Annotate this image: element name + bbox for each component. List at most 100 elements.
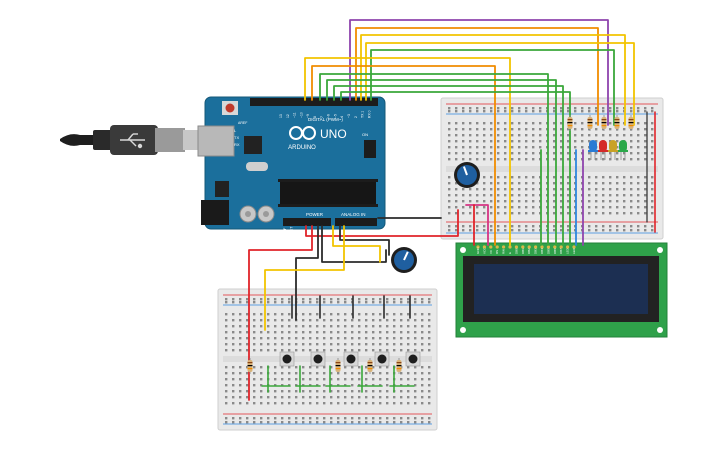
wire[interactable] <box>319 73 549 246</box>
lcd-pin[interactable] <box>521 245 525 249</box>
wire[interactable] <box>339 225 390 256</box>
led-red[interactable] <box>598 140 608 160</box>
pin-label: A4 <box>362 232 366 236</box>
led-yellow[interactable] <box>608 140 618 160</box>
lcd-pin[interactable] <box>508 245 512 249</box>
push-button[interactable] <box>343 351 359 367</box>
pin-label: 5V <box>303 233 307 238</box>
lcd-pin[interactable] <box>514 245 519 249</box>
lcd-pin[interactable] <box>502 245 506 249</box>
pin-label: 4 <box>340 116 344 118</box>
pin-label: ~6 <box>327 114 331 118</box>
pin-label: ~5 <box>333 114 337 118</box>
wire[interactable] <box>365 42 635 126</box>
lcd-pin-label: RS <box>495 250 499 254</box>
pin-label: A0 <box>336 232 340 236</box>
lcd-pin[interactable] <box>527 245 531 249</box>
wire[interactable] <box>332 225 381 263</box>
aref-label: AREF <box>238 121 247 125</box>
resistor[interactable] <box>247 358 253 374</box>
resistor[interactable] <box>587 115 593 131</box>
lcd-pin-label: DB6 <box>553 248 557 254</box>
lcd-pin[interactable] <box>546 245 551 249</box>
wire[interactable] <box>295 225 319 321</box>
analog-header <box>335 218 377 226</box>
lcd-pin[interactable] <box>495 245 499 249</box>
pin-label: A2 <box>349 232 353 236</box>
wire[interactable] <box>311 65 496 246</box>
wire[interactable] <box>333 85 564 246</box>
wire[interactable] <box>305 209 459 237</box>
pin-label: 3.3V <box>296 230 300 238</box>
usb-icon <box>120 133 145 149</box>
pin-label: RESET <box>290 227 294 238</box>
lcd-pin-label: VCC <box>482 247 486 254</box>
push-button[interactable] <box>374 351 390 367</box>
wire[interactable] <box>321 225 387 263</box>
led-blue[interactable] <box>588 140 598 160</box>
potentiometer-lcd-contrast[interactable] <box>454 162 480 188</box>
lcd-pin-label: DB4 <box>540 248 544 254</box>
wire[interactable] <box>340 91 571 246</box>
arduino-logo <box>289 126 316 140</box>
arduino-model-label: UNO <box>320 127 347 141</box>
lcd-pin-label: DB2 <box>527 248 531 254</box>
resistor[interactable] <box>396 358 402 374</box>
push-button[interactable] <box>310 351 326 367</box>
reset-button[interactable] <box>225 103 235 113</box>
lcd-pin-label: DB3 <box>534 248 538 254</box>
arduino-uno-board[interactable]: ARDUINO UNO DIGITAL (PWM~) POWER ANALOG … <box>197 96 386 238</box>
lcd-pin[interactable] <box>553 245 557 249</box>
resistor[interactable] <box>601 115 607 131</box>
lcd-pin-label: LED <box>572 247 576 254</box>
lcd-pin[interactable] <box>476 245 480 249</box>
power-header <box>283 218 331 226</box>
on-led-label: ON <box>362 132 368 137</box>
lcd-pin-label: DB5 <box>546 248 550 254</box>
resistor[interactable] <box>567 115 573 131</box>
pin-label: 2 <box>354 116 358 118</box>
wire[interactable] <box>360 34 626 126</box>
wire[interactable] <box>349 19 609 126</box>
atmega-chip <box>280 182 376 204</box>
pin-label: 7 <box>320 116 324 118</box>
lcd-pin[interactable] <box>534 245 538 249</box>
lcd-pin-label: DB0 <box>514 248 518 254</box>
lcd-pin[interactable] <box>540 245 544 249</box>
led-green[interactable] <box>618 140 628 160</box>
lcd-pin-label: DB1 <box>521 248 525 254</box>
lcd-pin[interactable] <box>559 245 563 249</box>
pin-label: A5 <box>369 232 373 236</box>
push-button[interactable] <box>405 351 421 367</box>
pin-label: RX 0 <box>367 110 371 118</box>
pin-label: IOREF <box>283 228 287 238</box>
wire[interactable] <box>264 225 345 331</box>
push-button[interactable] <box>279 351 295 367</box>
tx-led-label: TX <box>234 135 239 140</box>
wire[interactable] <box>248 225 313 401</box>
lcd-pin[interactable] <box>572 245 576 249</box>
resistor[interactable] <box>614 115 620 131</box>
wire[interactable] <box>304 57 511 246</box>
pin-label: 13 <box>279 114 283 118</box>
pin-label: ~9 <box>306 114 310 118</box>
power-label: POWER <box>306 212 324 217</box>
pin-label: TX 1 <box>361 111 365 118</box>
wire[interactable] <box>370 49 615 126</box>
lcd-pin-label: GND <box>476 247 480 255</box>
bottom-breadboard[interactable] <box>217 288 438 431</box>
resistor[interactable] <box>367 358 373 374</box>
resistor[interactable] <box>335 358 341 374</box>
wire[interactable] <box>326 79 557 246</box>
pin-label: 12 <box>286 114 290 118</box>
lcd-pin[interactable] <box>489 245 493 249</box>
resistor[interactable] <box>628 115 634 131</box>
lcd-pin[interactable] <box>482 245 486 249</box>
potentiometer-analog[interactable] <box>391 247 417 273</box>
arduino-brand-label: ARDUINO <box>288 145 316 151</box>
wire[interactable] <box>355 27 599 126</box>
lcd-pin[interactable] <box>566 245 570 249</box>
pin-label: ~11 <box>293 112 297 118</box>
